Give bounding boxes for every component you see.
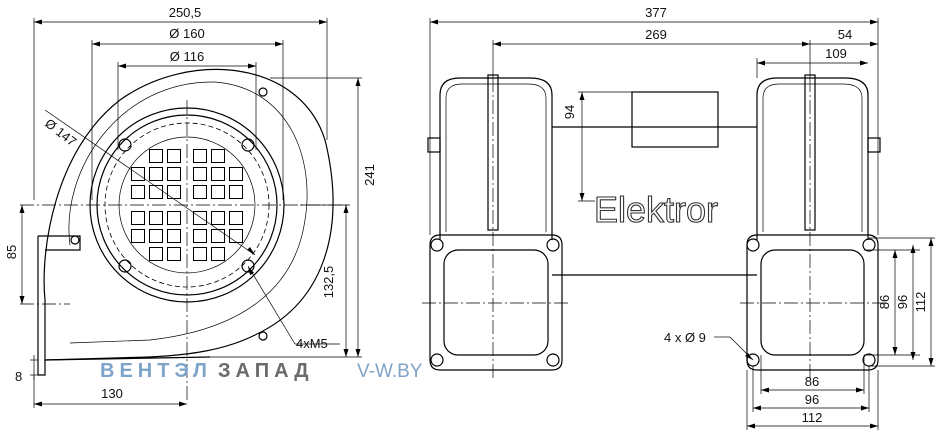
grille-opening <box>131 167 145 181</box>
grille-opening <box>211 149 225 163</box>
grille-opening <box>167 211 181 225</box>
bolt-hole <box>118 138 132 152</box>
grille-opening <box>167 185 181 199</box>
dim-base-offset: 130 <box>101 386 123 401</box>
volute-housing <box>43 68 334 361</box>
grille-opening <box>211 167 225 181</box>
grille-opening <box>211 229 225 243</box>
dim-flange-112-v: 112 <box>913 292 928 313</box>
side-view: 250,5 Ø 160 Ø 116 Ø 147 241 132,5 85 <box>4 5 377 408</box>
grille-opening <box>211 247 225 261</box>
terminal-box <box>631 91 719 148</box>
dim-flange-width: 109 <box>825 46 847 61</box>
dim-flange-offset: 54 <box>838 27 852 42</box>
front-view: Elektror 377 269 54 <box>422 5 935 430</box>
grille-opening <box>149 185 163 199</box>
grille-opening <box>193 167 207 181</box>
grille-opening <box>149 211 163 225</box>
grille-opening <box>229 211 243 225</box>
mount-hole <box>862 238 876 252</box>
grille-opening <box>193 185 207 199</box>
left-flange-opening <box>443 249 549 356</box>
grille-opening <box>211 211 225 225</box>
dim-flange-96-v: 96 <box>895 295 910 309</box>
watermark-part3: V-W.BY <box>357 361 423 382</box>
mount-hole <box>862 353 876 367</box>
mount-hole <box>430 238 444 252</box>
grille-opening <box>193 247 207 261</box>
grille-opening <box>193 149 207 163</box>
dim-mount-holes: 4 x Ø 9 <box>664 330 706 345</box>
grille-opening <box>193 229 207 243</box>
bolt-hole <box>258 87 268 97</box>
right-tab <box>867 137 881 153</box>
grille-opening <box>167 167 181 181</box>
dim-housing-height: 132,5 <box>321 266 336 299</box>
grille-opening <box>193 211 207 225</box>
grille-opening <box>167 149 181 163</box>
dim-bolts: 4xM5 <box>296 336 328 351</box>
dim-base-thickness: 8 <box>15 369 22 384</box>
dim-flange-112-h: 112 <box>802 410 823 425</box>
grille-opening <box>167 229 181 243</box>
volute-inner <box>68 81 308 344</box>
bolt-holes <box>70 87 268 341</box>
grille-opening <box>149 149 163 163</box>
dim-height: 241 <box>362 164 377 186</box>
grille-opening <box>167 247 181 261</box>
brand-logo: Elektror <box>594 189 718 230</box>
dim-width: 250,5 <box>169 5 202 20</box>
watermark: ВЕНТЭЛ ЗАПАД V-W.BY <box>100 360 423 382</box>
dim-shaft-height: 85 <box>4 245 19 259</box>
grille-opening <box>149 167 163 181</box>
dim-flange-86-h: 86 <box>805 374 819 389</box>
mount-hole <box>546 238 560 252</box>
left-flange <box>429 234 563 371</box>
grille-opening <box>131 185 145 199</box>
right-flange-opening <box>760 249 865 356</box>
right-flange <box>746 234 879 371</box>
grille-opening <box>211 185 225 199</box>
grille-opening <box>149 229 163 243</box>
base-plate <box>37 236 46 376</box>
grille-opening <box>229 167 243 181</box>
dim-inlet-diameter: Ø 116 <box>170 49 204 64</box>
grille-opening <box>131 229 145 243</box>
dim-flange-96-h: 96 <box>805 392 819 407</box>
base-foot <box>44 356 211 361</box>
dim-overall-width: 377 <box>645 5 667 20</box>
left-tab <box>427 137 441 153</box>
bolt-hole <box>118 259 132 273</box>
dim-motor-height: 94 <box>562 105 577 119</box>
outlet-flange <box>38 235 81 251</box>
left-housing <box>439 77 553 240</box>
watermark-part1: ВЕНТЭЛ <box>100 360 212 382</box>
bolt-hole <box>241 259 255 273</box>
mount-hole <box>746 238 760 252</box>
grille-opening <box>149 247 163 261</box>
bolt-hole <box>258 331 268 341</box>
right-housing <box>756 77 869 240</box>
grille-opening <box>229 185 243 199</box>
grille-opening <box>229 229 243 243</box>
grille-opening <box>131 211 145 225</box>
bolt-hole <box>70 235 80 245</box>
mount-hole <box>430 353 444 367</box>
mount-hole <box>546 353 560 367</box>
dim-flange-86-v: 86 <box>877 295 892 309</box>
inlet-grille <box>131 149 243 261</box>
bolt-hole <box>241 138 255 152</box>
dim-outer-span: 269 <box>645 27 667 42</box>
watermark-part2: ЗАПАД <box>218 360 314 382</box>
right-housing-inner <box>762 83 863 232</box>
dim-outlet-diameter: Ø 160 <box>169 26 204 41</box>
left-housing-inner <box>445 83 547 232</box>
